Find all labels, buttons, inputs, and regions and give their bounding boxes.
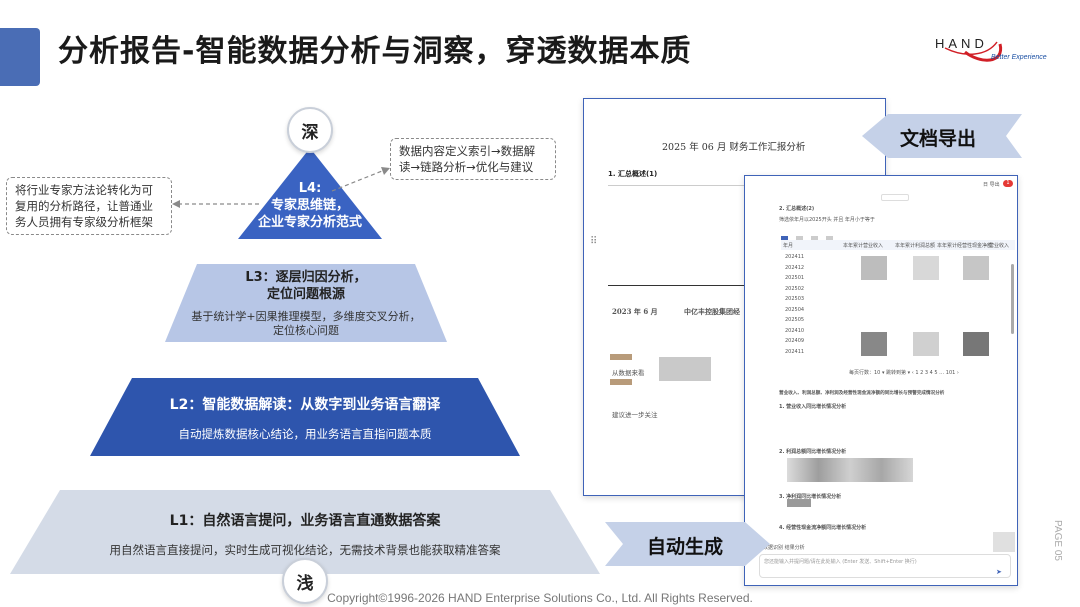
doc-rule bbox=[608, 185, 848, 186]
table-row: 202502 bbox=[785, 285, 805, 292]
doc-rule-2 bbox=[608, 285, 848, 286]
l2-title: L2：智能数据解读：从数字到业务语言翻译 bbox=[169, 397, 441, 413]
table-row: 202504 bbox=[785, 306, 805, 313]
analysis-heading: 营业收入、利润总额、净利润及经营性现金流净额的同比增长与预警完成情况分析 bbox=[779, 391, 945, 396]
l3-title-line1: L3：逐层归因分析， bbox=[245, 270, 367, 285]
export-tag-label: 文档导出 bbox=[900, 128, 977, 150]
table-row: 202501 bbox=[785, 275, 805, 281]
l2-description: 自动提炼数据核心结论，用业务语言直指问题本质 bbox=[178, 427, 432, 441]
left-note-line1: 将行业专家方法论转化为可 bbox=[15, 183, 153, 197]
doc-row2: 从数据来看 bbox=[612, 369, 645, 377]
page-title: 分析报告-智能数据分析与洞察，穿透数据本质 bbox=[58, 34, 692, 69]
analysis-item-2: 2. 利润总额同比增长情况分析 bbox=[779, 449, 847, 455]
logo-text: HAND bbox=[935, 36, 988, 51]
table-row: 202411 bbox=[785, 254, 805, 260]
table-header: 年月 本年累计营业收入 本年累计利润总额 本年累计经营性现金净额 营业收入 bbox=[781, 240, 1015, 250]
l3-desc-line1: 基于统计学+因果推理模型，多维度交叉分析， bbox=[191, 310, 421, 323]
doc-blur-a bbox=[610, 354, 632, 360]
analysis-item-1: 1. 营业收入同比增长情况分析 bbox=[779, 404, 847, 410]
doc-row1-right: 中亿丰控股集团经 bbox=[684, 307, 740, 316]
auto-tag-label: 自动生成 bbox=[647, 536, 724, 558]
shallow-badge: 浅 bbox=[282, 558, 328, 604]
table-scrollbar[interactable] bbox=[1011, 264, 1014, 334]
logo-subtitle: Better Experience bbox=[991, 54, 1047, 61]
blur-cell-5 bbox=[913, 332, 939, 356]
doc-blur-b bbox=[659, 357, 711, 381]
l4-line1: L4: bbox=[298, 181, 322, 196]
auto-tag-shape bbox=[605, 522, 770, 566]
pyramid-layer-l3: L3：逐层归因分析， 定位问题根源 基于统计学+因果推理模型，多维度交叉分析， … bbox=[165, 264, 447, 342]
col-profit: 本年累计利润总额 bbox=[895, 243, 936, 249]
doc-row3: 建议进一步关注 bbox=[612, 411, 658, 419]
front-section: 2. 汇总概述(2) bbox=[779, 206, 815, 212]
line-view-icon[interactable] bbox=[811, 236, 819, 243]
bottom-tabs[interactable]: 数据识别 结果分析 bbox=[763, 545, 805, 551]
doc-blur-c bbox=[610, 379, 632, 385]
blur-cell-6 bbox=[963, 332, 989, 356]
col-month: 年月 bbox=[783, 243, 794, 249]
pyramid-layer-l2: L2：智能数据解读：从数字到业务语言翻译 自动提炼数据核心结论，用业务语言直指问… bbox=[90, 378, 520, 456]
filter-dropdown[interactable] bbox=[881, 194, 909, 201]
right-note-line2: 读→链路分析→优化与建议 bbox=[399, 160, 534, 174]
chart-toolbar[interactable] bbox=[781, 228, 835, 243]
col-cashflow: 本年累计经营性现金净额 bbox=[937, 243, 993, 249]
left-note-line3: 务人员拥有专家级分析框架 bbox=[15, 215, 153, 229]
connector-arrows bbox=[172, 167, 390, 208]
doc-title: 2025 年 06 月 财务工作汇报分析 bbox=[662, 142, 806, 153]
l3-title-line2: 定位问题根源 bbox=[266, 287, 345, 302]
chat-input[interactable]: 您还能输入并提问题/请在此处输入 (Enter 发送、Shift+Enter 换… bbox=[759, 554, 1011, 578]
bar-view-icon[interactable] bbox=[796, 236, 804, 243]
blur-cell-4 bbox=[861, 332, 887, 356]
analysis-item-3: 3. 净利润同比增长情况分析 bbox=[779, 494, 842, 500]
table-row: 202410 bbox=[785, 327, 805, 334]
blur-cell-1 bbox=[861, 256, 887, 280]
table-row: 202505 bbox=[785, 317, 805, 323]
right-note: 数据内容定义索引→数据解 读→链路分析→优化与建议 bbox=[390, 138, 556, 180]
table-row: 202411 bbox=[785, 348, 805, 355]
l4-line2: 专家思维链， bbox=[270, 198, 349, 213]
footer-copyright: Copyright©1996-2026 HAND Enterprise Solu… bbox=[327, 591, 753, 605]
front-subtitle: 筛选依年月以2025开头 并且 年月小于等于 bbox=[779, 217, 875, 223]
l3-desc-line2: 定位核心问题 bbox=[273, 324, 339, 337]
blur-cell-2 bbox=[913, 256, 939, 280]
page-mark: PAGE 05 bbox=[1052, 520, 1063, 561]
send-icon[interactable]: ➤ bbox=[996, 568, 1002, 576]
table-row: 202412 bbox=[785, 264, 805, 271]
export-button[interactable]: 日 导出 bbox=[983, 182, 1000, 188]
deep-badge: 深 bbox=[287, 107, 333, 153]
left-note: 将行业专家方法论转化为可 复用的分析路径，让普通业 务人员拥有专家级分析框架 bbox=[6, 177, 172, 235]
table-row: 202503 bbox=[785, 296, 805, 302]
notification-badge: 1 bbox=[1003, 180, 1013, 187]
chat-input-placeholder: 您还能输入并提问题/请在此处输入 (Enter 发送、Shift+Enter 换… bbox=[764, 559, 917, 565]
pagination[interactable]: 每页行数：10 ▾ 跳转到第 ▾ ‹ 1 2 3 4 5 … 101 › bbox=[849, 370, 959, 376]
blur-chart-3 bbox=[787, 499, 811, 507]
blur-corner bbox=[993, 532, 1015, 552]
l1-title: L1：自然语言提问，业务语言直通数据答案 bbox=[169, 513, 441, 529]
hand-logo: HAND Better Experience bbox=[925, 34, 1050, 70]
table-row: 202409 bbox=[785, 338, 805, 344]
blur-chart-2 bbox=[787, 458, 913, 482]
col-revenue: 本年累计营业收入 bbox=[843, 243, 884, 249]
right-note-line1: 数据内容定义索引→数据解 bbox=[399, 144, 536, 158]
l1-description: 用自然语言直接提问，实时生成可视化结论，无需技术背景也能获取精准答案 bbox=[109, 543, 501, 557]
table-view-icon[interactable] bbox=[781, 236, 788, 243]
pyramid-layer-l4: L4: 专家思维链， 企业专家分析范式 bbox=[238, 148, 382, 239]
blur-cell-3 bbox=[963, 256, 989, 280]
drag-handle-icon[interactable]: ⠿ bbox=[590, 236, 598, 247]
analysis-item-4: 4. 经营性现金流净额同比增长情况分析 bbox=[779, 525, 867, 531]
doc-section: 1. 汇总概述(1) bbox=[608, 170, 658, 178]
doc-row1-left: 2023 年 6 月 bbox=[612, 307, 658, 316]
l4-line3: 企业专家分析范式 bbox=[257, 215, 362, 230]
pie-view-icon[interactable] bbox=[826, 236, 834, 243]
title-accent-bar bbox=[0, 28, 40, 86]
left-note-line2: 复用的分析路径，让普通业 bbox=[15, 199, 153, 213]
export-tag-shape bbox=[862, 114, 1022, 158]
pyramid-layer-l1: L1：自然语言提问，业务语言直通数据答案 用自然语言直接提问，实时生成可视化结论… bbox=[10, 490, 600, 574]
col-income: 营业收入 bbox=[989, 243, 1010, 249]
logo-swoosh-icon bbox=[944, 41, 1003, 62]
auto-generated-report-window: 日 导出 1 2. 汇总概述(2) 筛选依年月以2025开头 并且 年月小于等于… bbox=[744, 175, 1018, 586]
